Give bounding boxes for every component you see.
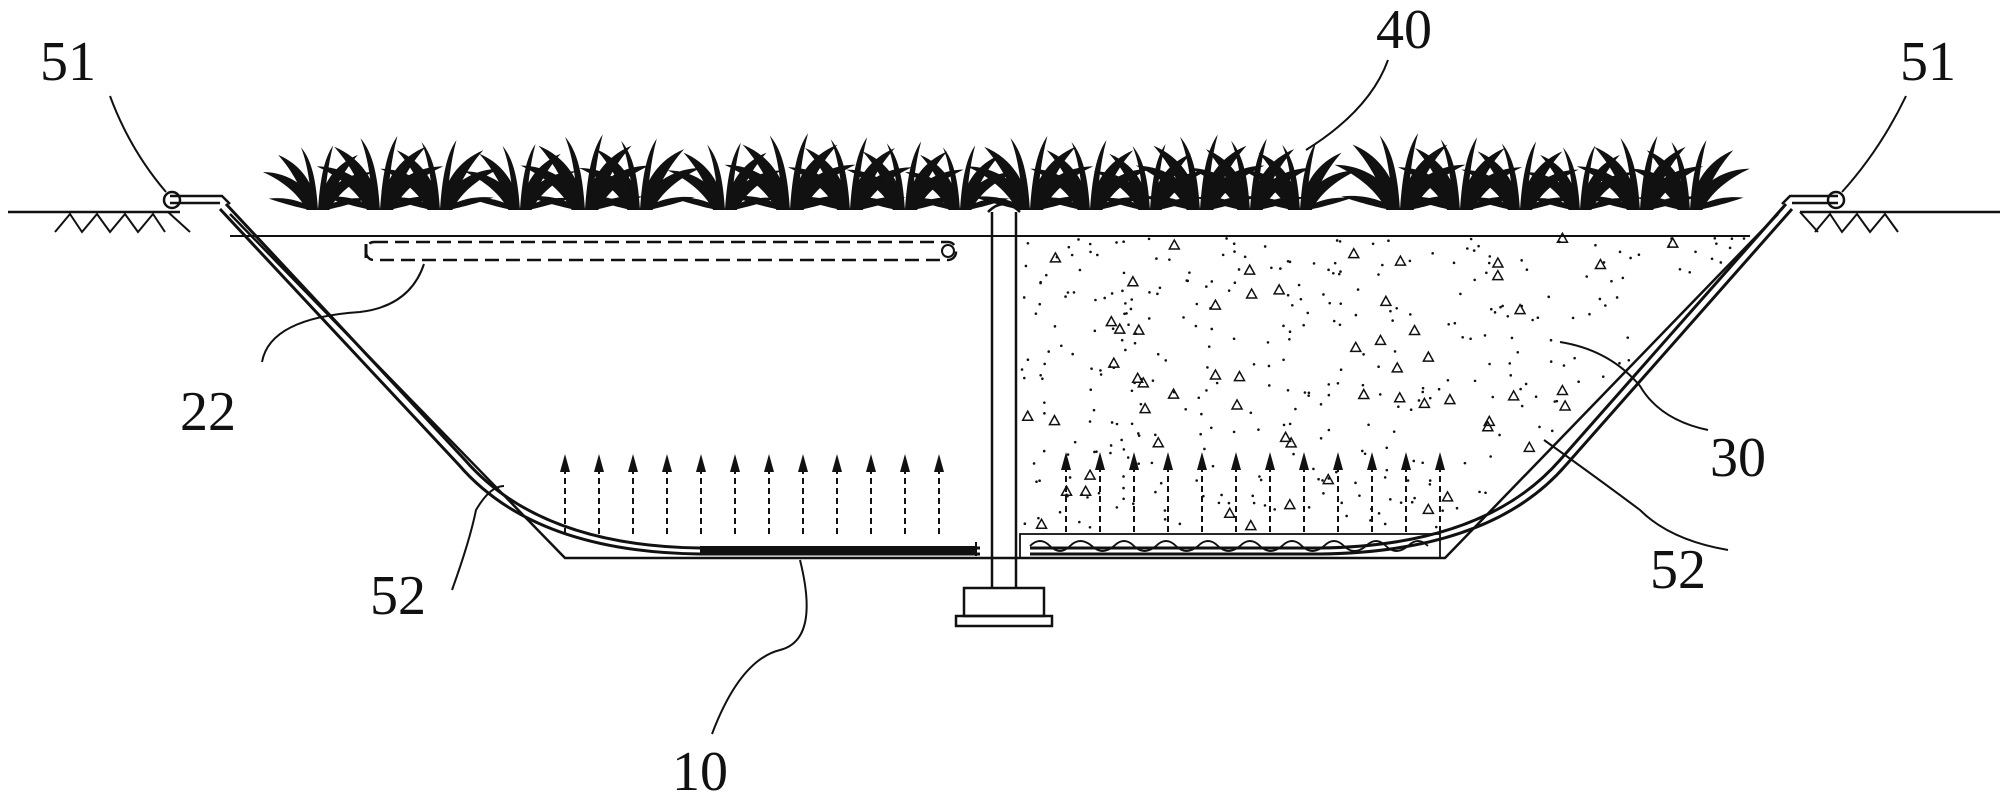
arrow-up-icon [559,453,571,535]
arrow-up-icon [1366,451,1378,533]
central-column [954,202,1054,628]
leader-lines [109,59,1907,735]
arrow-up-icon [899,453,911,535]
ref-label-30: 30 [1710,427,1766,489]
flow-arrows-right [1060,451,1446,533]
arrow-up-icon [865,453,877,535]
plant-icon [1630,139,1750,210]
arrow-up-icon [1094,451,1106,533]
arrow-up-icon [1230,451,1242,533]
arrow-up-icon [763,453,775,535]
arrow-up-icon [1264,451,1276,533]
filter-media [1020,231,1746,531]
pipe-joint-left [162,190,231,210]
ref-label-52-left: 52 [370,565,426,627]
arrow-up-icon [1196,451,1208,533]
ref-label-22: 22 [180,381,236,443]
distribution-pipe [364,240,958,262]
pipe-joint-right [1781,190,1846,210]
arrow-up-icon [831,453,843,535]
ground-surface [8,210,2000,237]
ref-label-52-right: 52 [1650,539,1706,601]
vegetation-layer [262,133,1750,210]
ref-label-51-left: 51 [40,31,96,93]
liner-left [218,202,980,556]
basin-outline [229,213,1779,560]
arrow-up-icon [593,453,605,535]
arrow-up-icon [933,453,945,535]
gravel-layer [1019,533,1441,559]
ground-hatch-icon [54,211,191,234]
pipe-joint-icon [1826,190,1846,210]
arrow-up-icon [797,453,809,535]
arrow-up-icon [1434,451,1446,533]
arrow-up-icon [1332,451,1344,533]
flow-arrows-left [559,453,945,535]
arrow-up-icon [729,453,741,535]
bottom-plate [700,542,977,556]
ground-hatch-icon [1799,211,1899,234]
ref-label-40: 40 [1376,0,1432,61]
arrow-up-icon [1298,451,1310,533]
ref-label-51-right: 51 [1900,31,1956,93]
arrow-up-icon [661,453,673,535]
arrow-up-icon [627,453,639,535]
ref-label-10: 10 [672,741,728,802]
arrow-up-icon [695,453,707,535]
pipe-joint-icon [162,190,182,210]
liner-right [1030,203,1794,556]
arrow-up-icon [1400,451,1412,533]
